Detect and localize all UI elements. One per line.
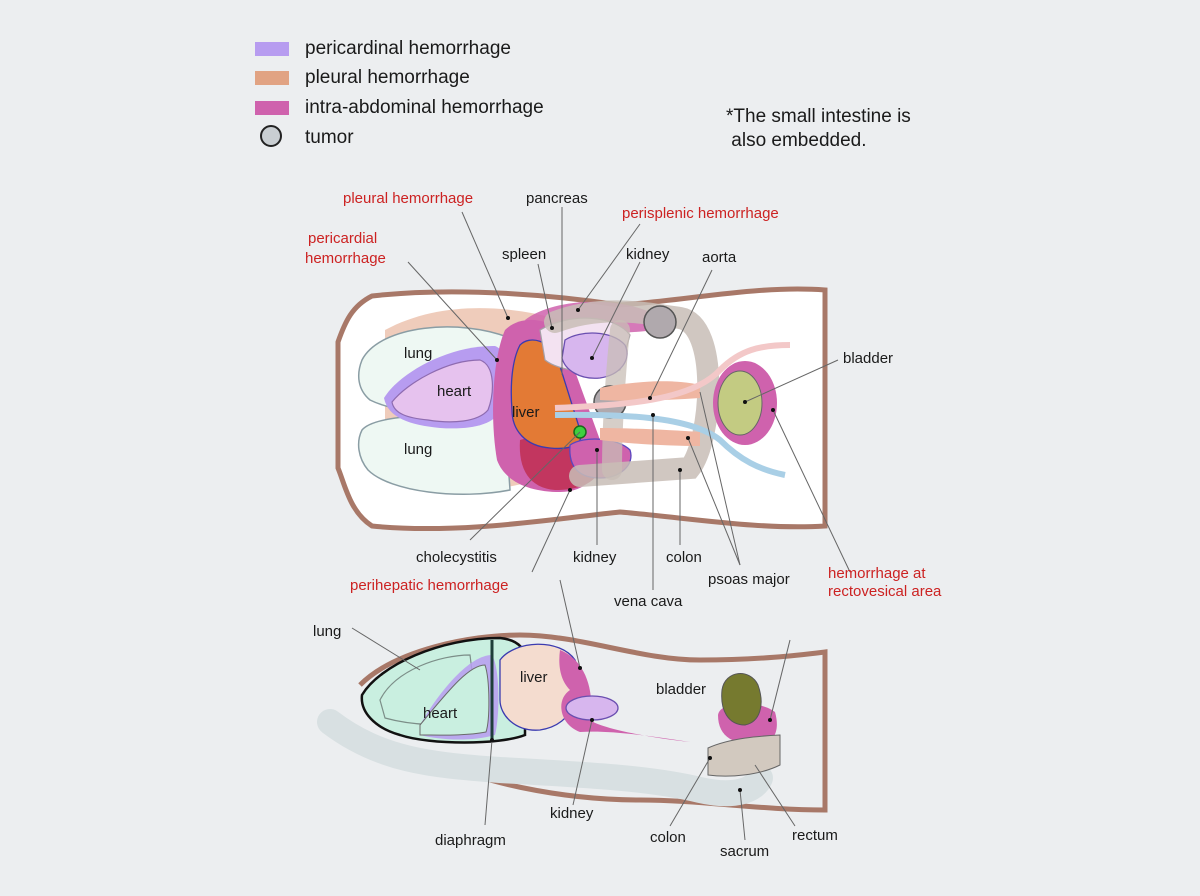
label-rectovesical-line-2: rectovesical area: [828, 583, 942, 600]
tumor-upper: [643, 305, 677, 339]
label-bladder: bladder: [843, 350, 893, 367]
note-line-1: *The small intestine is: [726, 106, 911, 127]
bladder: [717, 370, 763, 436]
legend-label: intra-abdominal hemorrhage: [305, 97, 544, 118]
label-rectovesical-line-1: hemorrhage at: [828, 565, 926, 582]
leader-lines: [351, 207, 851, 841]
label-pleural-hemorrhage: pleural hemorrhage: [343, 190, 473, 207]
label-lung-upper: lung: [404, 345, 432, 362]
label-liver: liver: [512, 404, 540, 421]
marker-dots: [490, 308, 775, 792]
label-pancreas: pancreas: [526, 190, 588, 207]
label-sacrum: sacrum: [720, 843, 769, 860]
label-side-lung: lung: [313, 623, 341, 640]
side-heart: [419, 664, 490, 736]
side-colon-rectum: [707, 734, 781, 777]
spine-band: [317, 709, 773, 807]
label-cholecystitis: cholecystitis: [416, 549, 497, 566]
legend-label: pleural hemorrhage: [305, 67, 470, 88]
label-side-bladder: bladder: [656, 681, 706, 698]
label-colon: colon: [666, 549, 702, 566]
side-view-labels: lung liver bladder heart kidney diaphrag…: [313, 623, 838, 860]
label-pericardial-hemorrhage-line-1: pericardial: [308, 230, 377, 247]
heart: [391, 359, 493, 423]
vena-cava: [554, 411, 786, 478]
label-spleen: spleen: [502, 246, 546, 263]
label-perihepatic-hemorrhage: perihepatic hemorrhage: [350, 577, 508, 594]
top-view: [335, 286, 828, 532]
label-kidney-bottom: kidney: [573, 549, 617, 566]
psoas-major-lower: [600, 428, 700, 446]
label-heart: heart: [437, 383, 472, 400]
legend-swatch-pericardial: [255, 42, 289, 56]
top-view-labels: pleural hemorrhage pancreas perisplenic …: [305, 190, 942, 610]
label-side-liver: liver: [520, 669, 548, 686]
legend-swatch-intra-abdominal: [255, 101, 289, 115]
label-side-kidney: kidney: [550, 805, 594, 822]
label-side-heart: heart: [423, 705, 458, 722]
label-vena-cava: vena cava: [614, 593, 683, 610]
aorta: [554, 342, 791, 411]
label-kidney-top: kidney: [626, 246, 670, 263]
legend-label: tumor: [305, 127, 354, 148]
legend-label: pericardinal hemorrhage: [305, 38, 511, 59]
note-line-2: also embedded.: [726, 130, 867, 151]
label-aorta: aorta: [702, 249, 737, 266]
small-intestine-note: *The small intestine is also embedded.: [726, 105, 911, 153]
label-psoas-major: psoas major: [708, 571, 790, 588]
label-perisplenic-hemorrhage: perisplenic hemorrhage: [622, 205, 779, 222]
label-lung-lower: lung: [404, 441, 432, 458]
label-rectum: rectum: [792, 827, 838, 844]
label-pericardial-hemorrhage-line-2: hemorrhage: [305, 250, 386, 267]
label-diaphragm: diaphragm: [435, 832, 506, 849]
side-kidney: [565, 695, 619, 721]
colon: [544, 300, 720, 487]
legend-swatch-pleural: [255, 71, 289, 85]
label-side-colon: colon: [650, 829, 686, 846]
side-bladder: [721, 673, 762, 726]
tumor-circle-icon: [260, 125, 282, 147]
